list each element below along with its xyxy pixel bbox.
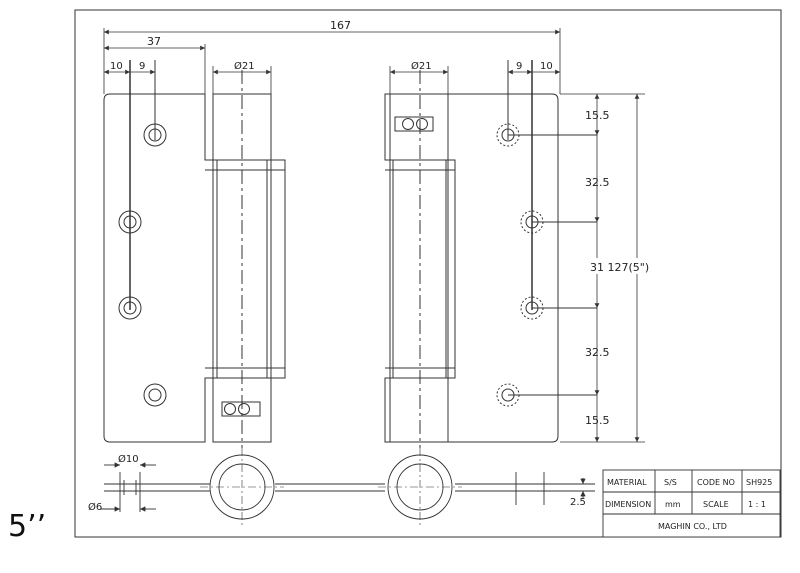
dim-15-5-bottom: 15.5 — [585, 414, 610, 427]
title-scale-value: 1 : 1 — [748, 500, 766, 509]
right-screw-holes — [496, 60, 597, 407]
left-hinge-leaf — [103, 70, 286, 448]
right-hinge-leaf — [384, 70, 559, 448]
dim-knuckle-dia-left: Ø21 — [234, 60, 255, 72]
dim-edge-9-right: 9 — [516, 61, 522, 72]
dim-pin-dia: Ø10 — [118, 453, 139, 465]
hinge-size-label: 5’’ — [8, 509, 47, 544]
title-scale-label: SCALE — [703, 500, 729, 509]
dim-edge-10-right: 10 — [540, 61, 553, 72]
title-code-value: SH925 — [746, 478, 772, 487]
hinge-side-view — [100, 448, 595, 528]
title-material-label: MATERIAL — [607, 478, 647, 487]
dim-edge-10-left: 10 — [110, 61, 123, 72]
title-dimension-value: mm — [665, 500, 681, 509]
title-dimension-label: DIMENSION — [605, 500, 651, 509]
dim-leaf-width: 37 — [147, 35, 161, 48]
title-code-label: CODE NO — [697, 478, 735, 487]
dim-screw-dia: Ø6 — [88, 501, 102, 513]
drawing-border — [74, 9, 782, 538]
dim-31-127: 31 127(5") — [590, 261, 649, 274]
title-material-value: S/S — [664, 478, 677, 487]
dim-edge-9-left: 9 — [139, 61, 145, 72]
left-screw-holes — [118, 60, 167, 407]
dim-overall-width: 167 — [330, 19, 351, 32]
dim-thickness: 2.5 — [570, 497, 586, 508]
title-block — [602, 469, 781, 538]
title-company: MAGHIN CO., LTD — [658, 522, 727, 531]
top-dimensions — [103, 28, 561, 94]
dim-32-5-lower: 32.5 — [585, 346, 610, 359]
dim-15-5-top: 15.5 — [585, 109, 610, 122]
dim-knuckle-dia-right: Ø21 — [411, 60, 432, 72]
dim-32-5-upper: 32.5 — [585, 176, 610, 189]
